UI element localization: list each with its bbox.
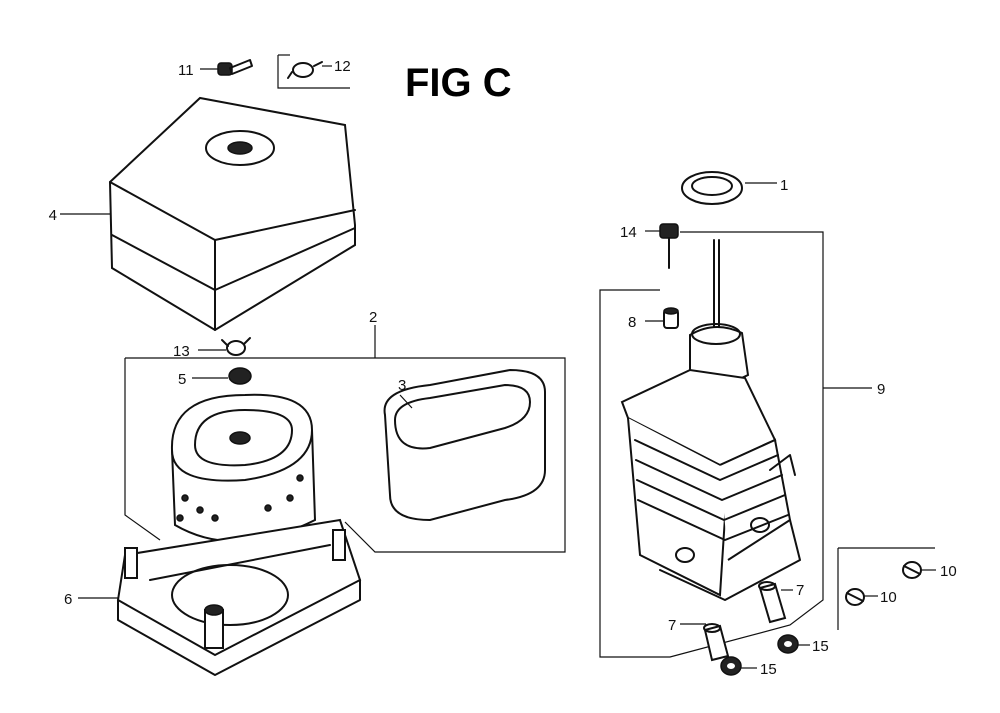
part-10-caps xyxy=(837,547,936,630)
callout-8: 8 xyxy=(628,314,636,331)
assembly-2-bracket xyxy=(124,325,566,553)
filter-element xyxy=(170,393,317,543)
callout-2: 2 xyxy=(369,309,377,326)
callout-1: 1 xyxy=(780,177,788,194)
part-1-gasket xyxy=(681,171,777,205)
callout-3: 3 xyxy=(398,377,406,394)
callout-10b: 10 xyxy=(880,589,897,606)
callout-12: 12 xyxy=(334,58,351,75)
callout-6: 6 xyxy=(64,591,72,608)
part-7-tubes xyxy=(680,581,793,662)
part-11-bolt xyxy=(200,59,253,76)
part-3-foam-element xyxy=(383,368,546,522)
part-4-cover xyxy=(60,96,356,332)
part-13-wing-nut xyxy=(198,337,251,356)
part-6-base xyxy=(78,518,362,676)
callout-5: 5 xyxy=(178,371,186,388)
assembly-9-bracket xyxy=(599,231,872,658)
callout-15b: 15 xyxy=(760,661,777,678)
callout-7b: 7 xyxy=(668,617,676,634)
callout-10a: 10 xyxy=(940,563,957,580)
callout-4: 4 xyxy=(49,207,57,224)
callout-15a: 15 xyxy=(812,638,829,655)
part-14-bolt xyxy=(645,223,679,269)
part-8-collar xyxy=(645,307,679,329)
callout-13: 13 xyxy=(173,343,190,360)
callout-11: 11 xyxy=(178,62,194,79)
part-15-nuts xyxy=(720,634,810,676)
callout-9: 9 xyxy=(877,381,885,398)
part-12-wing-nut xyxy=(277,54,350,89)
part-5-grommet xyxy=(192,367,252,385)
figure-title: FIG C xyxy=(405,61,512,105)
part-9-elbow xyxy=(620,239,801,601)
callout-7a: 7 xyxy=(796,582,804,599)
callout-14: 14 xyxy=(620,224,637,241)
